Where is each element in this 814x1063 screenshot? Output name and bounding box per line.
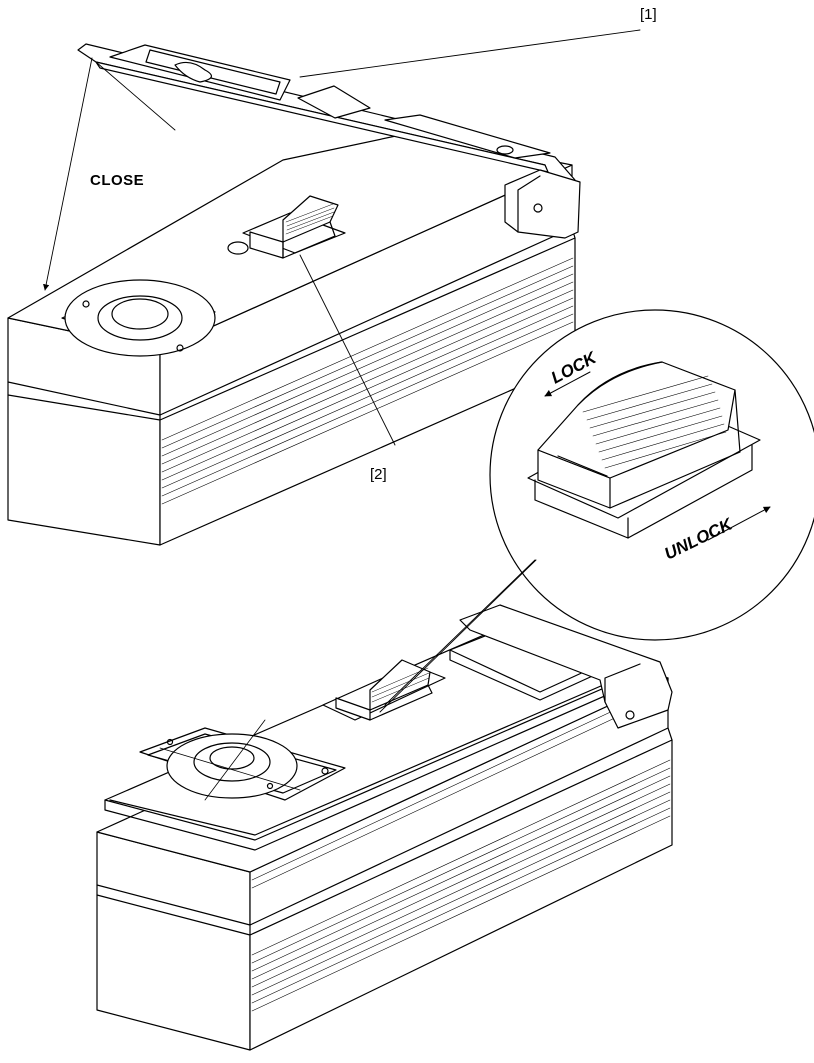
top-unit-open (7, 43, 581, 546)
top-unit-lid (77, 43, 581, 239)
close-line (95, 61, 176, 131)
top-unit-base (7, 237, 576, 546)
top-unit-dial (61, 241, 249, 357)
lock-arrow (544, 371, 591, 397)
bottom-unit-hinge (449, 604, 673, 729)
zoom-detail: LOCK UNLOCK (489, 309, 814, 641)
bottom-unit-dial (139, 719, 346, 801)
close-arrow-left (43, 57, 93, 291)
leader-callout-2 (299, 254, 396, 446)
leader-lines (43, 29, 641, 713)
unlock-arrow (707, 506, 771, 541)
leader-callout-1 (299, 29, 641, 78)
close-label: CLOSE (90, 172, 145, 189)
callout-2-label: [2] (370, 466, 387, 483)
top-unit-slider (242, 195, 346, 259)
leader-zoom-2 (379, 559, 537, 713)
bottom-unit-closed (96, 604, 673, 1051)
leader-zoom (384, 559, 536, 706)
bottom-unit-base (96, 739, 673, 1051)
callout-1-label: [1] (640, 6, 657, 23)
